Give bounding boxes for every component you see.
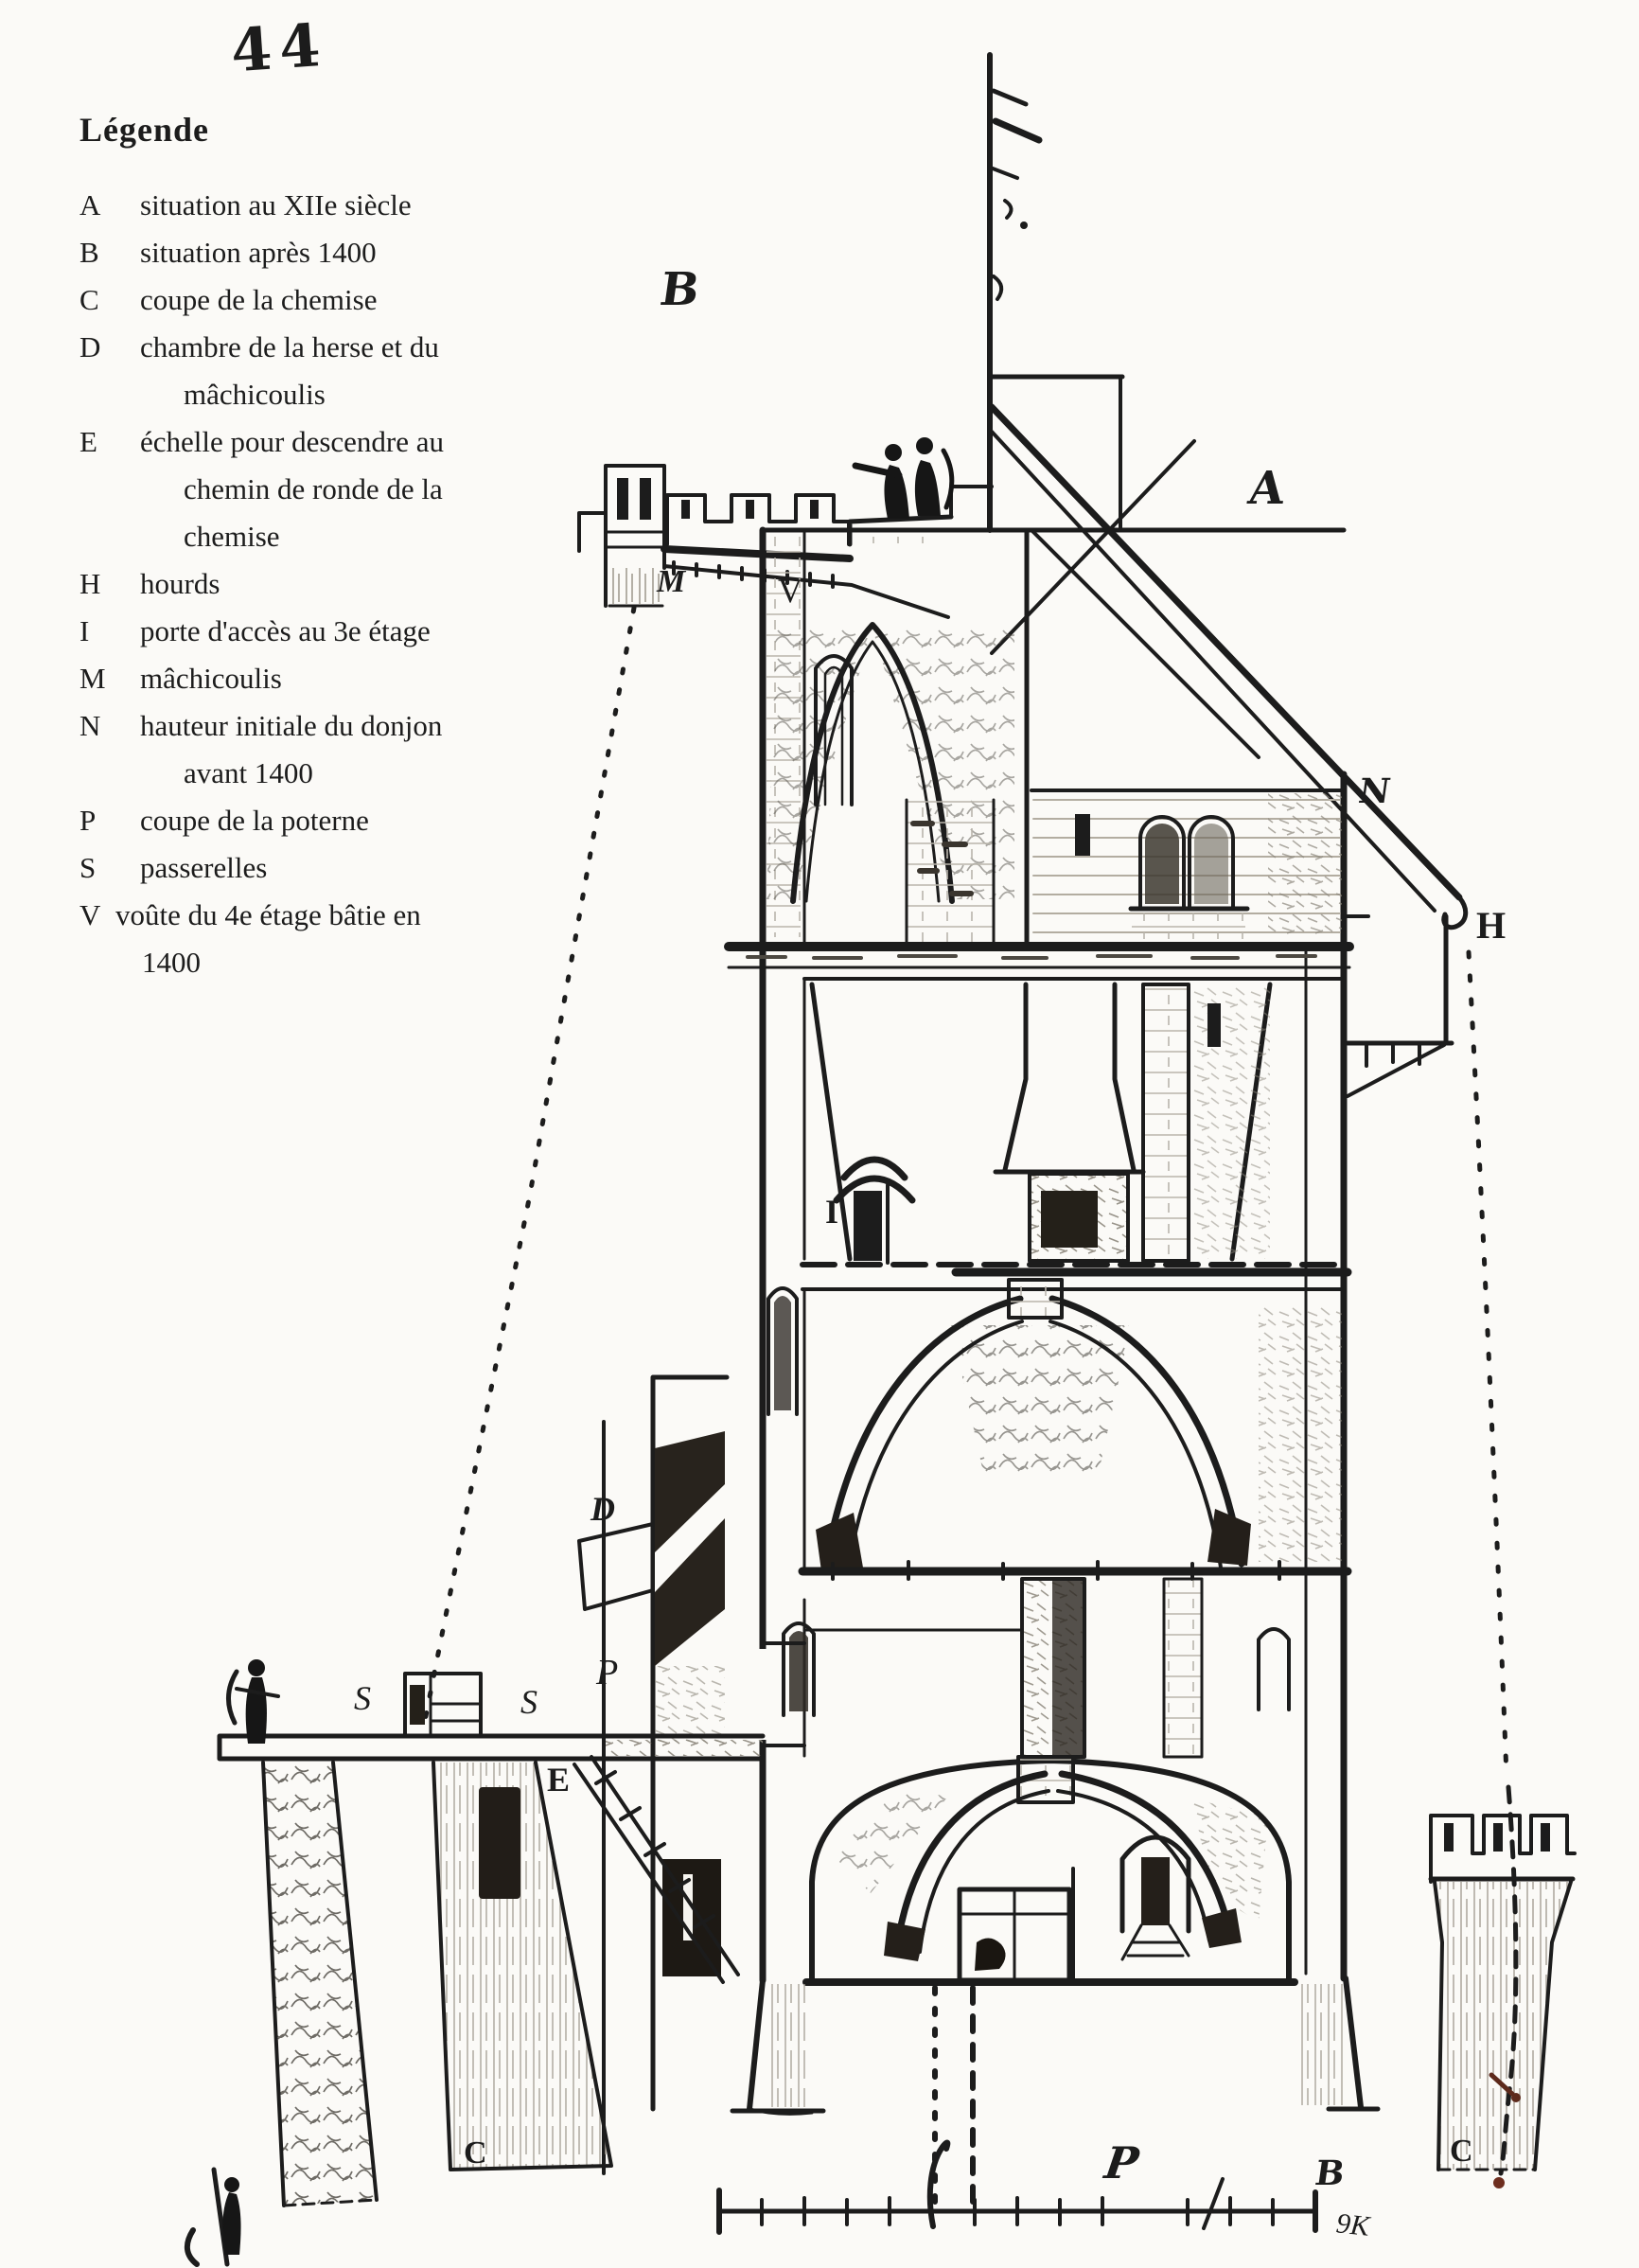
legend-text: situation au XIIe siècle [140, 188, 412, 221]
legend-text: coupe de la poterne [140, 804, 369, 837]
right-chemise [1428, 1784, 1577, 2188]
label-C-left: C [464, 2135, 487, 2171]
figure-bottom-left [185, 2167, 241, 2267]
legend-entry-N-cont: avant 1400 [79, 750, 647, 797]
dotted-profile-line-left [420, 605, 637, 1733]
legend-text: passerelles [140, 851, 268, 884]
legend-key: M [79, 662, 106, 695]
legend-text: mâchicoulis [140, 662, 282, 695]
legend: Légende A situation au XIIe siècle B sit… [79, 110, 647, 986]
third-floor [800, 977, 1352, 1277]
scale-bar [716, 2139, 1318, 2235]
legend-key: V [79, 898, 101, 931]
legend-entry-D: D chambre de la herse et du [79, 324, 647, 371]
fourth-floor-vault [767, 527, 1346, 949]
legend-entry-M: M mâchicoulis [79, 655, 647, 702]
legend-entry-S: S passerelles [79, 844, 647, 892]
legend-key: S [79, 851, 97, 884]
legend-entry-H: H hourds [79, 560, 647, 608]
legend-key: E [79, 425, 97, 458]
label-M-machicoulis: M [657, 564, 686, 599]
label-S-right: S [520, 1683, 538, 1721]
legend-entry-N: N hauteur initiale du donjon [79, 702, 647, 750]
engraver-mark: 9K [1334, 2207, 1371, 2242]
label-H-hourds: H [1476, 904, 1507, 947]
legend-text: 1400 [142, 946, 201, 979]
well-shaft-dashes [932, 1985, 976, 2208]
label-C-right: C [1450, 2134, 1473, 2169]
label-N-height: N [1356, 771, 1393, 811]
label-P-scale: P [1101, 2137, 1142, 2188]
label-A-roof: A [1245, 462, 1289, 515]
dotted-line-right [1466, 949, 1509, 1779]
legend-title: Légende [79, 111, 209, 149]
legend-entries: A situation au XIIe siècle B situation a… [79, 182, 647, 986]
legend-entry-P: P coupe de la poterne [79, 797, 647, 844]
legend-text: situation après 1400 [140, 236, 377, 269]
label-I-door: I [825, 1193, 839, 1231]
label-S-left: S [354, 1679, 371, 1717]
archer-figures-parapet [852, 437, 955, 519]
legend-entry-V-cont: 1400 [79, 939, 647, 986]
legend-key: C [79, 283, 99, 316]
first-floor [757, 1577, 1291, 1759]
label-B-upper: B [657, 263, 703, 316]
legend-text: échelle pour descendre au [140, 425, 445, 458]
legend-entry-E: E échelle pour descendre au [79, 418, 647, 466]
label-P-postern: P [596, 1653, 619, 1692]
legend-entry-B: B situation après 1400 [79, 229, 647, 276]
legend-text: hourds [140, 567, 220, 600]
page-number: 44 [228, 9, 330, 86]
legend-text: avant 1400 [184, 756, 313, 789]
roof-truss [987, 52, 1469, 930]
legend-entry-E-cont: chemin de ronde de la [79, 466, 647, 513]
legend-entry-A: A situation au XIIe siècle [79, 182, 647, 229]
tower-base [730, 1976, 1381, 2116]
legend-text: hauteur initiale du donjon [140, 709, 443, 742]
ground-floor-dome [802, 1755, 1298, 1986]
legend-key: B [79, 236, 99, 269]
legend-key: P [79, 804, 97, 837]
legend-text: voûte du 4e étage bâtie en [115, 898, 421, 931]
archer-figure-walkway [226, 1659, 280, 1744]
legend-key: A [79, 188, 101, 221]
legend-text: chemise [184, 520, 280, 553]
legend-entry-C: C coupe de la chemise [79, 276, 647, 324]
legend-entry-E-cont2: chemise [79, 513, 647, 560]
legend-key: I [79, 614, 90, 647]
legend-key: N [79, 709, 101, 742]
legend-key: D [79, 330, 101, 363]
legend-entry-I: I porte d'accès au 3e étage [79, 608, 647, 655]
legend-text: chambre de la herse et du [140, 330, 439, 363]
legend-text: porte d'accès au 3e étage [140, 614, 431, 647]
legend-entry-V: V voûte du 4e étage bâtie en [79, 892, 647, 939]
legend-text: chemin de ronde de la [184, 472, 443, 505]
left-forework [217, 1374, 766, 2207]
label-V-vault: V [778, 572, 802, 610]
legend-text: mâchicoulis [184, 378, 326, 411]
legend-text: coupe de la chemise [140, 283, 378, 316]
legend-entry-D-cont: mâchicoulis [79, 371, 647, 418]
parapet-walkway [577, 464, 994, 619]
label-D-chamber: D [590, 1490, 615, 1528]
label-B-scale: B [1313, 2153, 1348, 2193]
hoarding [1345, 913, 1454, 1098]
label-E-ladder: E [547, 1761, 571, 1798]
legend-key: H [79, 567, 101, 600]
second-floor-vault [767, 1278, 1352, 1581]
